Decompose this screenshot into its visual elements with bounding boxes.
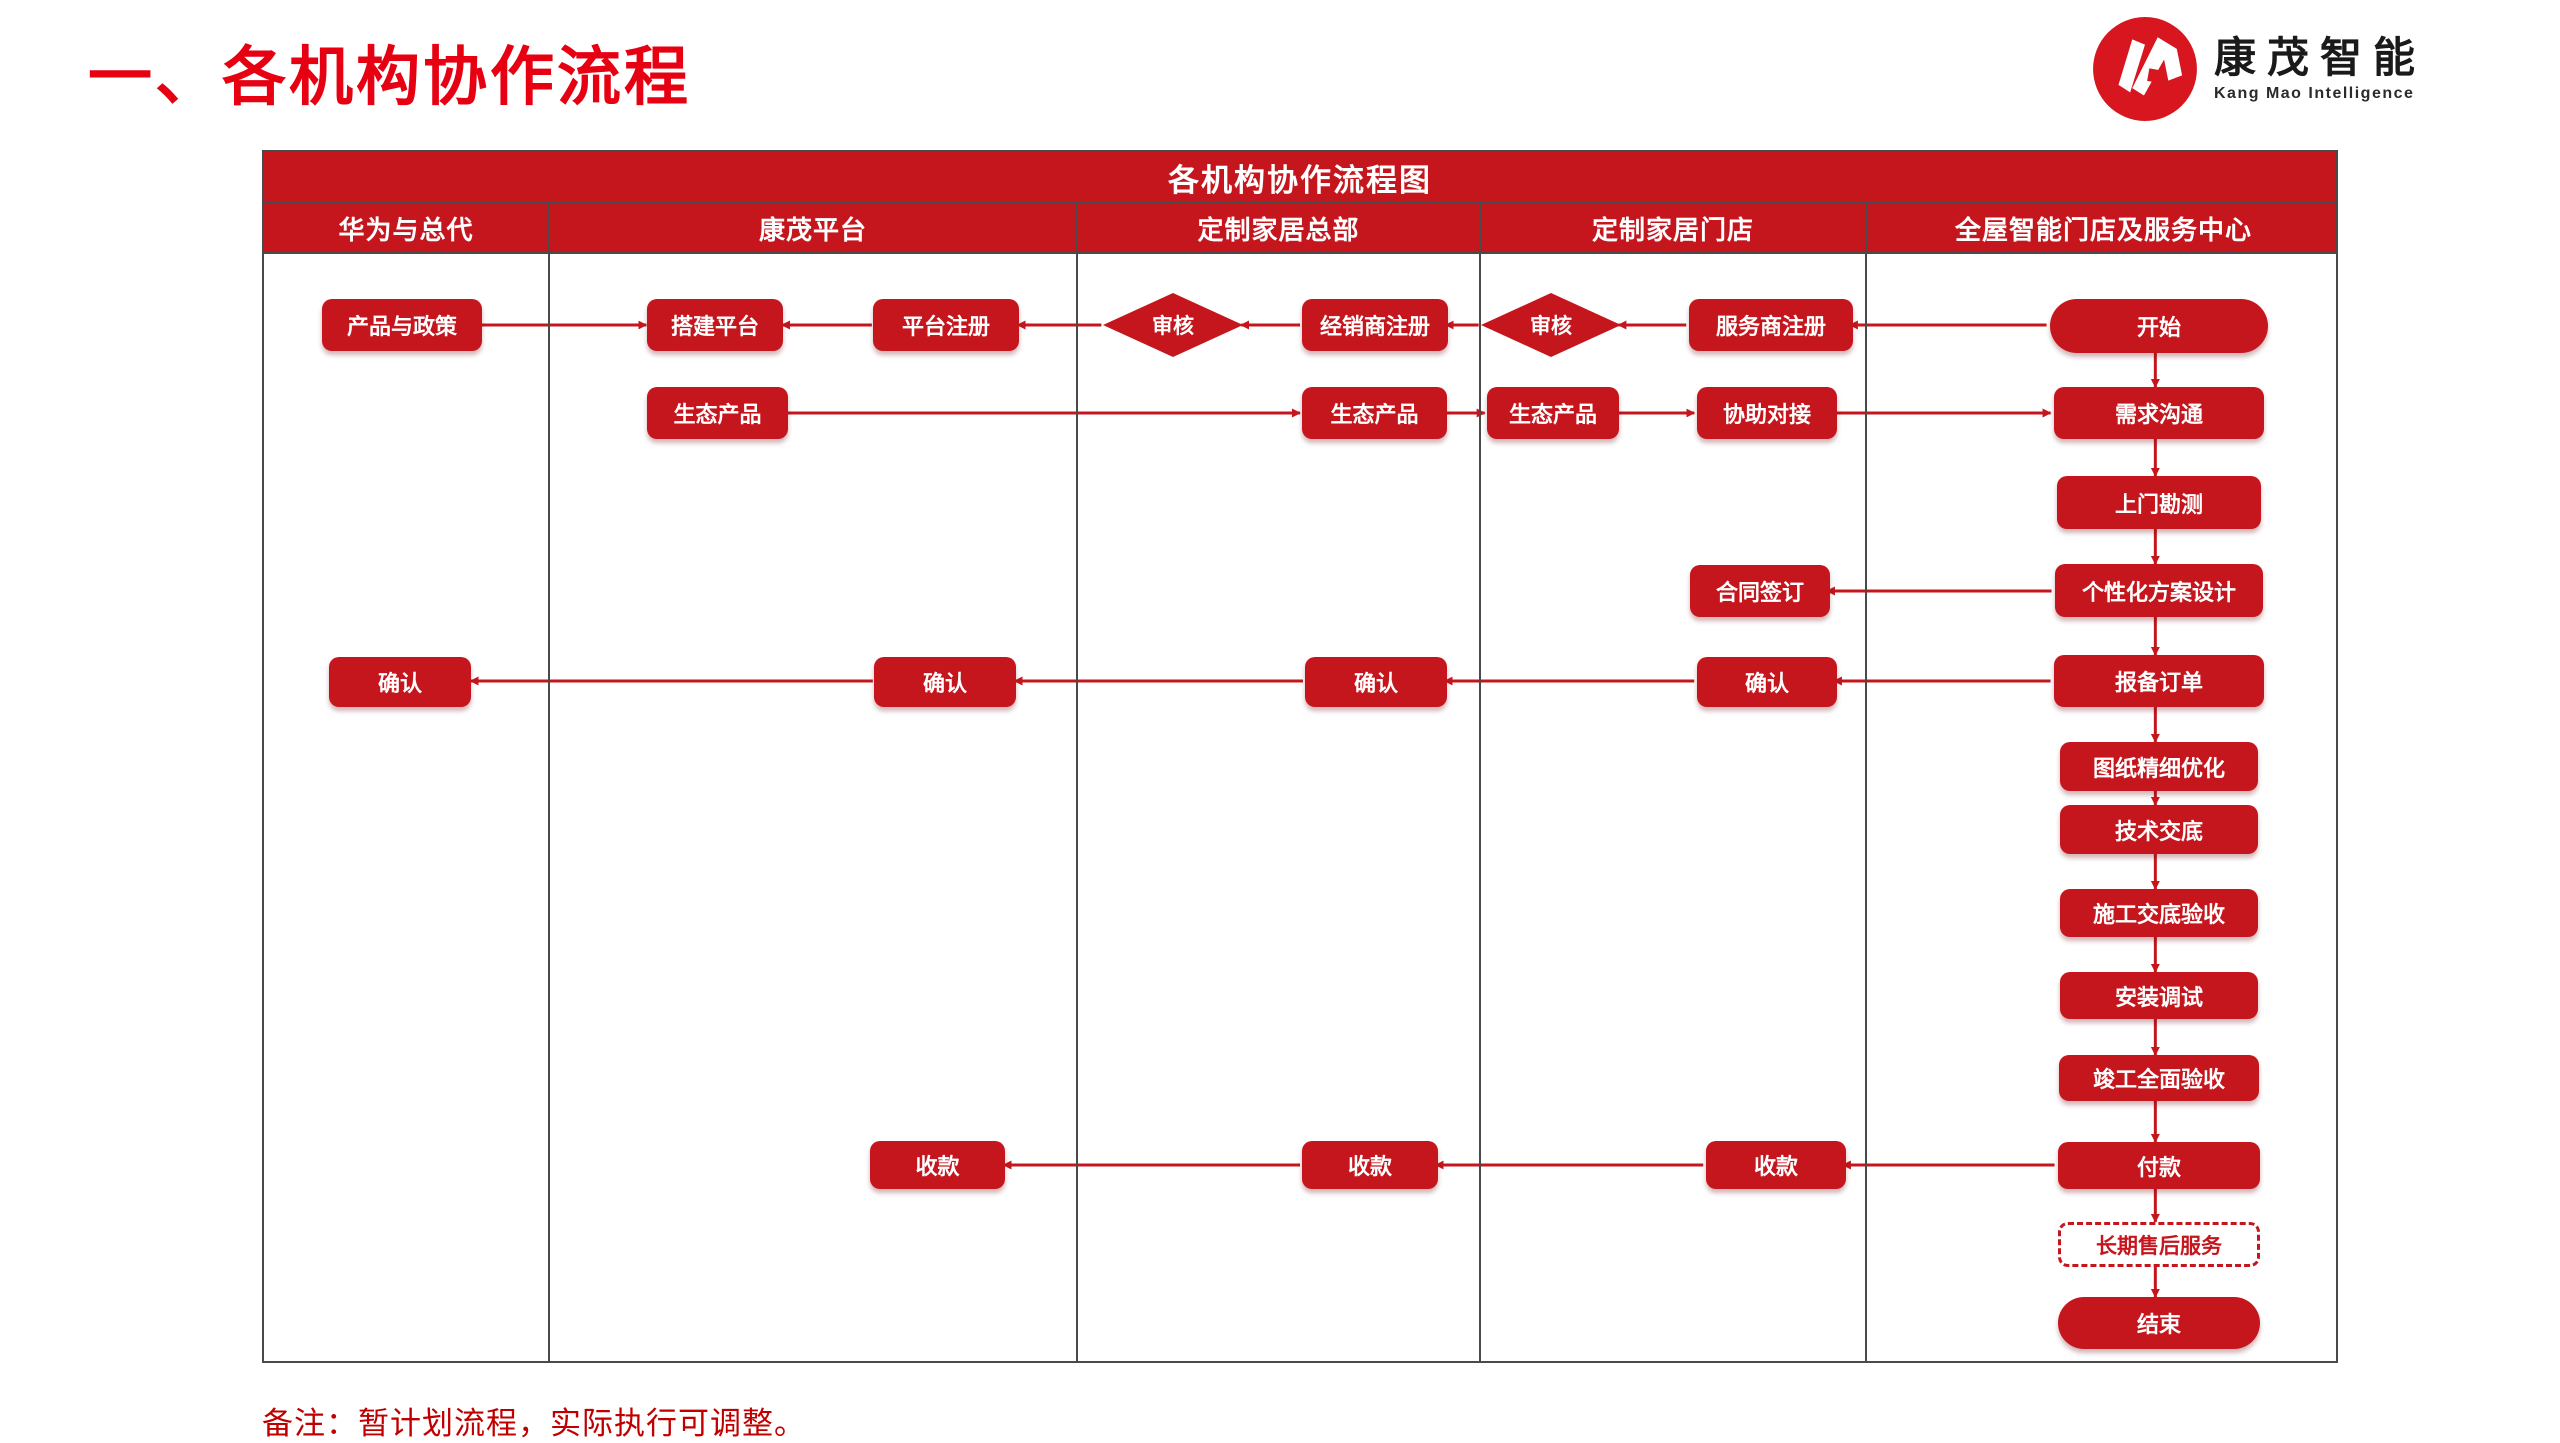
footnote: 备注：暂计划流程，实际执行可调整。 [262,1406,806,1441]
flow-node-confirm-huawei: 确认 [329,657,471,707]
flow-node-aftersales: 长期售后服务 [2058,1222,2260,1267]
flow-node-drawing-opt: 图纸精细优化 [2060,742,2258,791]
flow-node-platform-register: 平台注册 [873,299,1019,351]
flow-node-review-2: 审核 [1481,293,1621,357]
lane-header-custom-home-store: 定制家居门店 [1479,204,1865,252]
lane-separator [1479,254,1481,1361]
flow-node-product-policy: 产品与政策 [322,299,482,351]
flow-node-construction-check: 施工交底验收 [2060,889,2258,937]
brand-logo: 康茂智能 Kang Mao Intelligence [2092,16,2426,122]
brand-name-en: Kang Mao Intelligence [2214,84,2415,102]
flow-node-service-register: 服务商注册 [1689,299,1853,351]
flow-node-confirm-store: 确认 [1697,657,1837,707]
diagram-title: 各机构协作流程图 [264,152,2336,204]
diagram-body: 产品与政策搭建平台平台注册审核经销商注册审核服务商注册开始生态产品生态产品生态产… [264,254,2336,1361]
flow-node-review-1: 审核 [1103,293,1243,357]
flow-node-collect-store: 收款 [1706,1141,1846,1189]
lane-separator [1076,254,1078,1361]
flow-node-collect-hq: 收款 [1302,1141,1438,1189]
lane-separator [548,254,550,1361]
lane-header-kangmao-platform: 康茂平台 [548,204,1076,252]
flow-node-custom-design: 个性化方案设计 [2055,564,2263,617]
flow-node-demand-comm: 需求沟通 [2054,387,2264,439]
flow-node-tech-disclosure: 技术交底 [2060,805,2258,854]
flow-node-site-survey: 上门勘测 [2057,476,2261,529]
flow-node-build-platform: 搭建平台 [647,299,783,351]
flow-node-eco-product-store: 生态产品 [1487,387,1619,439]
brand-name-cn: 康茂智能 [2214,34,2427,82]
flow-node-assist-connect: 协助对接 [1697,387,1837,439]
edges-layer [469,320,2160,1298]
flow-node-order-filing: 报备订单 [2054,655,2264,707]
flow-node-payment: 付款 [2058,1142,2260,1189]
lane-separator [1865,254,1867,1361]
lane-header-huawei-agent: 华为与总代 [338,214,474,245]
flow-node-confirm-hq: 确认 [1305,657,1447,707]
flow-node-install-debug: 安装调试 [2060,972,2258,1019]
brand-text: 康茂智能 Kang Mao Intelligence [2214,35,2426,102]
page-title: 一、各机构协作流程 [88,41,691,113]
lane-header-custom-home-hq: 定制家居总部 [1076,204,1479,252]
lane-header-smart-home-center: 全屋智能门店及服务中心 [1865,204,2340,252]
flow-node-end: 结束 [2058,1297,2260,1349]
flow-node-confirm-platform: 确认 [874,657,1016,707]
kangmao-logo-icon [2093,17,2197,121]
flow-node-dealer-register: 经销商注册 [1302,299,1448,351]
flowchart-table: 各机构协作流程图 华为与总代 康茂平台 定制家居总部 定制家居门店 全屋智能门店… [262,150,2338,1363]
lane-header-row: 华为与总代 康茂平台 定制家居总部 定制家居门店 全屋智能门店及服务中心 [264,204,2336,254]
flow-node-contract-sign: 合同签订 [1690,565,1830,617]
flow-node-completion-check: 竣工全面验收 [2059,1055,2259,1101]
flow-node-eco-product-platform: 生态产品 [647,387,788,439]
flow-node-start: 开始 [2050,299,2268,353]
flow-node-collect-platform: 收款 [870,1141,1005,1189]
flow-node-eco-product-hq: 生态产品 [1302,387,1447,439]
